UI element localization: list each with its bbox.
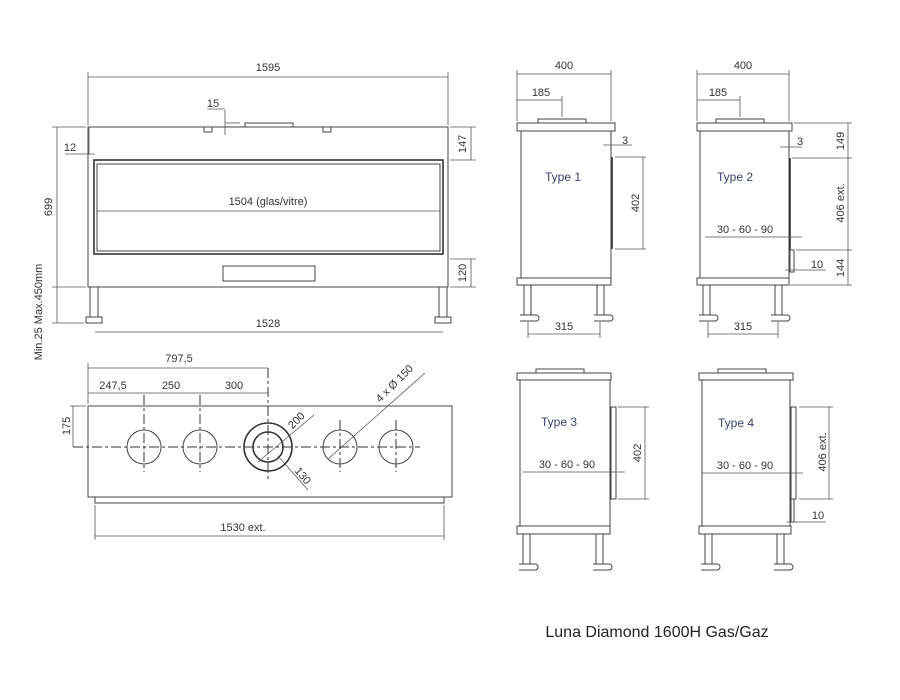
type-label: Type 4	[718, 416, 754, 430]
dim-panel: 402	[632, 444, 644, 462]
dim-outlets: 4 x Ø 150	[374, 363, 416, 405]
dim-gap: 3	[622, 135, 628, 147]
dim-total-offset: 797,5	[165, 353, 193, 365]
dim-glass-width: 1504 (glas/vitre)	[229, 196, 308, 208]
top-collar	[244, 122, 294, 128]
dim-width: 400	[555, 60, 573, 72]
dim-outer-diameter: 200	[286, 410, 307, 431]
top-tab	[203, 126, 213, 133]
dim-width: 400	[734, 60, 752, 72]
side-view-type-1: 400 185 3 402 Type 1 315	[516, 60, 646, 338]
dim-depth: 30 - 60 - 90	[539, 459, 595, 471]
dim-bottom: 144	[835, 259, 847, 277]
dim-inner-diameter: 130	[292, 465, 313, 487]
dim-offset-2: 250	[162, 380, 180, 392]
top-view: 797,5 247,5 250 300 175 4 x Ø 150 200 13…	[61, 353, 453, 540]
top-dimension-lines	[70, 363, 445, 540]
type-label: Type 2	[717, 170, 753, 184]
side-view-type-2: 400 185 3 149 406 ext. 144 30 - 60 - 90 …	[696, 60, 852, 338]
dim-panel: 406 ext.	[817, 432, 829, 471]
dim-top-height: 147	[457, 135, 469, 153]
glass-frame	[93, 159, 444, 255]
top-front-strip	[94, 496, 445, 504]
side-view-type-3: 402 30 - 60 - 90 Type 3	[516, 368, 649, 571]
center-lines	[73, 368, 420, 480]
dim-width-ext: 1530 ext.	[220, 522, 265, 534]
type-label: Type 1	[545, 170, 581, 184]
drawing-caption: Luna Diamond 1600H Gas/Gaz	[545, 624, 768, 641]
dim-offset-1: 247,5	[99, 380, 127, 392]
dim-side-margin: 12	[64, 142, 76, 154]
top-tab	[322, 126, 332, 133]
dim-offset: 185	[709, 87, 727, 99]
bottom-slot	[222, 265, 316, 282]
dim-panel: 402	[630, 194, 642, 212]
glass-inner	[96, 163, 441, 252]
dim-leg-range: Min.25 Max.450mm	[33, 264, 45, 361]
dim-panel: 406 ext.	[835, 183, 847, 222]
dim-depth: 30 - 60 - 90	[717, 460, 773, 472]
dim-leg-span: 315	[555, 321, 573, 333]
dim-lip: 10	[812, 510, 824, 522]
dim-top: 149	[835, 132, 847, 150]
front-legs	[85, 286, 452, 324]
front-view: 1595 15 12 1504 (glas/vitre) 147 120 699…	[33, 62, 476, 360]
dim-gap: 3	[797, 136, 803, 148]
dim-width-total: 1595	[256, 62, 280, 74]
dim-leg-span: 1528	[256, 318, 280, 330]
dim-offset: 185	[532, 87, 550, 99]
front-dimension-lines	[52, 72, 476, 333]
dim-offset-top: 15	[207, 98, 219, 110]
dim-bottom-height: 120	[457, 264, 469, 282]
dim-depth-offset: 175	[61, 417, 73, 435]
type-label: Type 3	[541, 415, 577, 429]
dim-leg-span: 315	[734, 321, 752, 333]
dim-height-total: 699	[43, 198, 55, 216]
side-view-type-4: 406 ext. 30 - 60 - 90 10 Type 4	[698, 368, 833, 571]
dim-depth: 30 - 60 - 90	[717, 224, 773, 236]
dim-offset-3: 300	[225, 380, 243, 392]
dim-lip: 10	[811, 259, 823, 271]
